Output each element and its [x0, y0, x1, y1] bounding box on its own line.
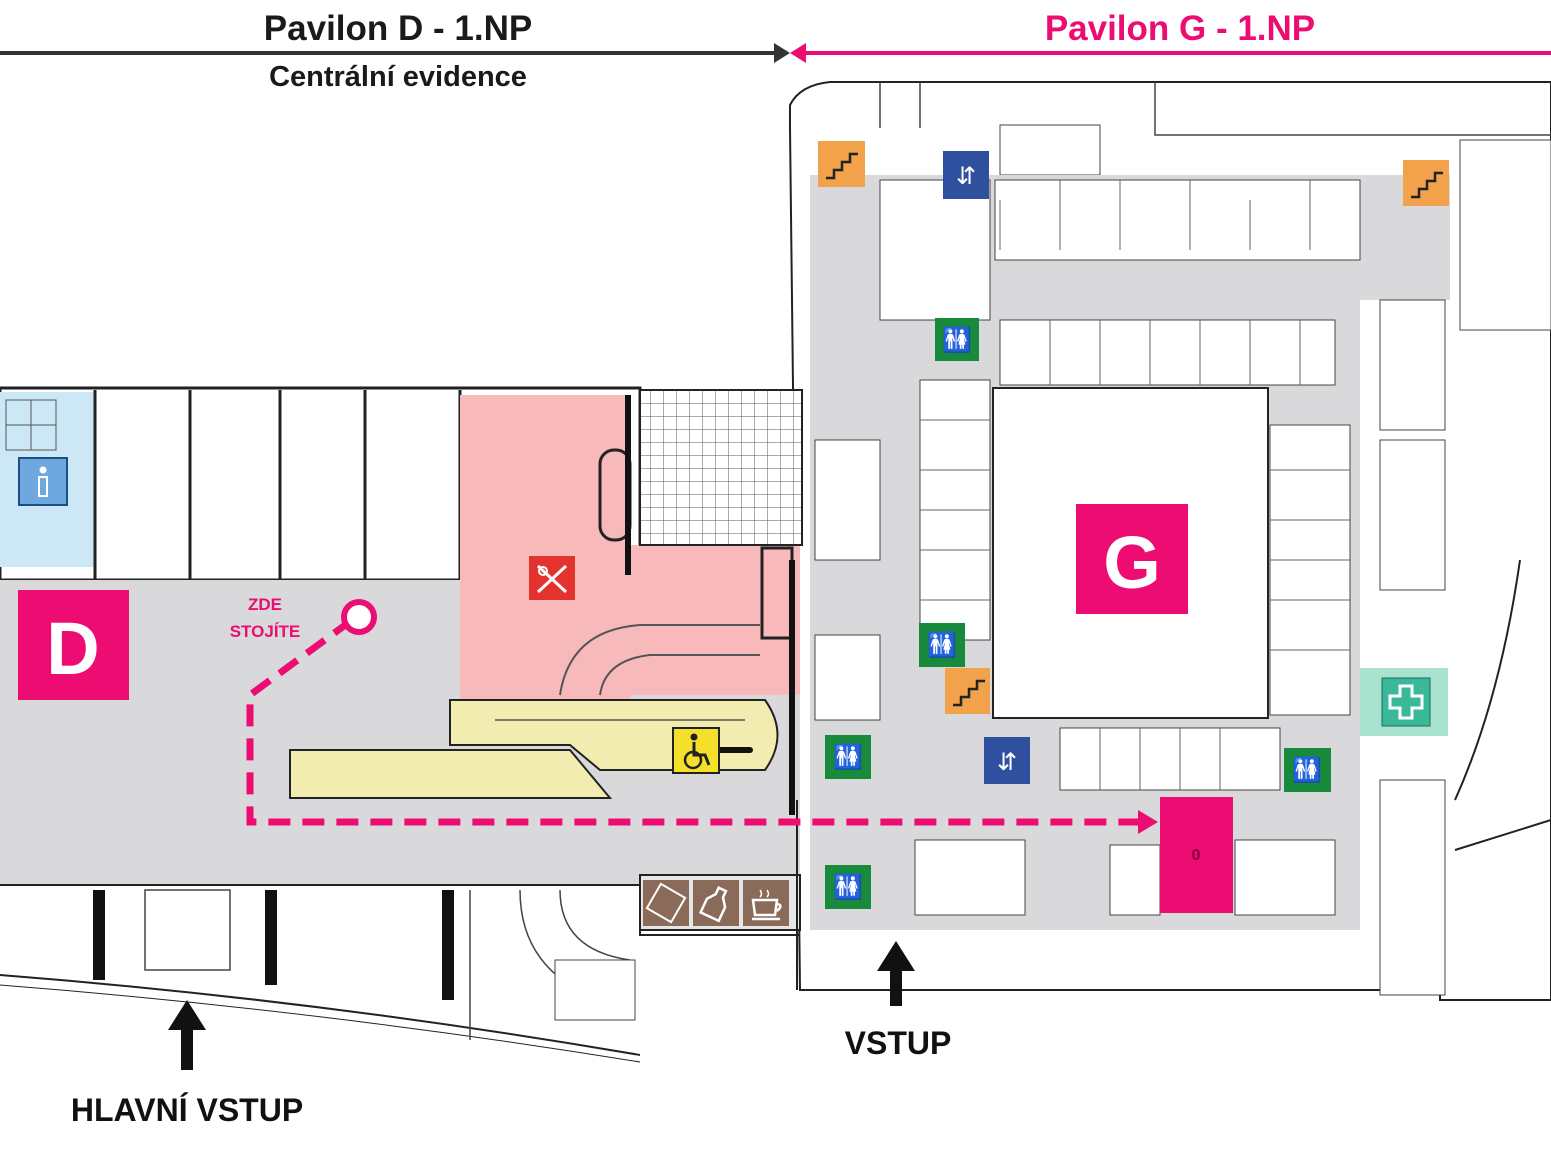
arrow-up-icon: [877, 941, 915, 1006]
pavilion-d-letter: D: [46, 607, 99, 690]
arrow-up-icon: [168, 1000, 206, 1070]
stairs-icon[interactable]: [1403, 160, 1449, 206]
stairs-icon[interactable]: [945, 668, 990, 714]
svg-text:⇵: ⇵: [956, 162, 976, 190]
side-entrance-label: VSTUP: [845, 1025, 952, 1061]
chocolate-vending-icon[interactable]: [643, 880, 689, 926]
pavilion-d-title: Pavilon D - 1.NP: [264, 9, 532, 48]
header-arrow-g: [790, 43, 1551, 63]
wheelchair-icon[interactable]: [672, 727, 720, 774]
svg-text:⇵: ⇵: [997, 748, 1017, 776]
you-are-here-label-2: STOJÍTE: [230, 622, 301, 641]
info-icon[interactable]: [18, 457, 68, 506]
toilet-icon[interactable]: 🚻: [825, 865, 871, 909]
restaurant-icon[interactable]: [529, 556, 575, 600]
route-path: [246, 599, 1158, 834]
svg-text:🚻: 🚻: [927, 631, 957, 659]
destination-room[interactable]: 0: [1160, 797, 1233, 913]
elevator-icon[interactable]: ⇵: [984, 737, 1030, 784]
toilet-icon[interactable]: 🚻: [1284, 748, 1331, 792]
pavilion-d-building: [0, 386, 803, 1063]
svg-text:🚻: 🚻: [1292, 756, 1322, 784]
svg-text:🚻: 🚻: [942, 326, 972, 354]
drink-vending-icon[interactable]: [693, 880, 739, 926]
first-aid-icon[interactable]: [1360, 668, 1448, 736]
pavilion-g-title: Pavilon G - 1.NP: [1045, 9, 1315, 48]
toilet-icon[interactable]: 🚻: [919, 623, 965, 667]
pavilion-g-marker: G: [1076, 504, 1188, 614]
elevator-icon[interactable]: ⇵: [943, 151, 989, 199]
coffee-icon[interactable]: [743, 880, 789, 926]
pavilion-d-subtitle: Centrální evidence: [269, 61, 527, 93]
toilet-icon[interactable]: 🚻: [935, 318, 979, 361]
main-entrance-label: HLAVNÍ VSTUP: [71, 1092, 303, 1128]
header-arrow-d: [0, 43, 790, 63]
svg-text:🚻: 🚻: [833, 743, 863, 771]
stairs-icon[interactable]: [818, 141, 865, 187]
pavilion-d-marker: D: [18, 590, 129, 700]
you-are-here-label-1: ZDE: [248, 595, 282, 614]
toilet-icon[interactable]: 🚻: [825, 735, 871, 779]
pavilion-g-letter: G: [1103, 521, 1161, 604]
destination-label: 0: [1192, 847, 1201, 864]
svg-text:🚻: 🚻: [833, 873, 863, 901]
